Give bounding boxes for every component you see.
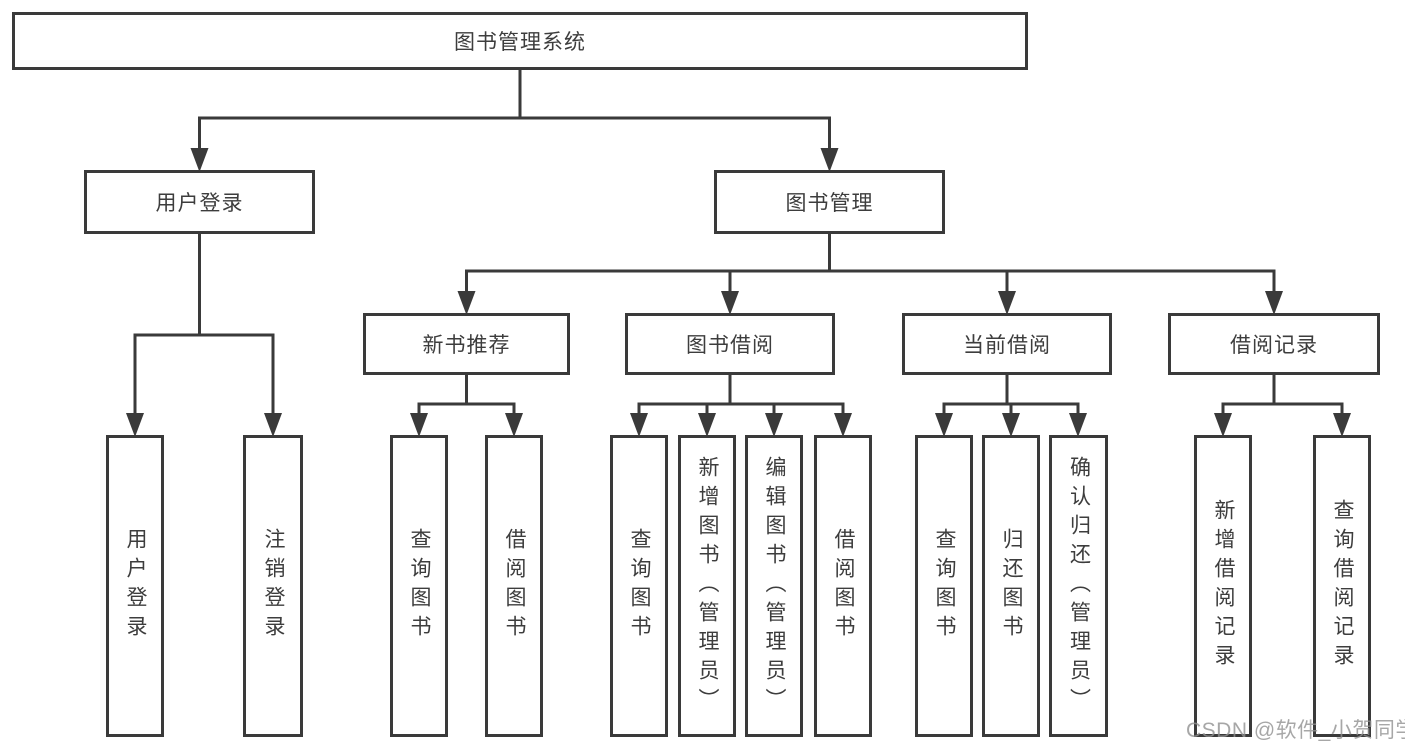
leaf-add-borrow-record: 新增借阅记录: [1194, 435, 1252, 737]
leaf-borrow-books-newbooks-label: 借阅图书: [503, 528, 526, 644]
node-book-borrow-label: 图书借阅: [686, 334, 774, 357]
leaf-query-books-current: 查询图书: [915, 435, 973, 737]
node-book-borrow: 图书借阅: [625, 313, 835, 375]
leaf-user-login: 用户登录: [106, 435, 164, 737]
leaf-edit-book-admin-label: 编辑图书（管理员）: [763, 455, 786, 717]
leaf-query-books-borrow-label: 查询图书: [628, 528, 651, 644]
leaf-borrow-books-newbooks: 借阅图书: [485, 435, 543, 737]
leaf-query-borrow-record-label: 查询借阅记录: [1331, 499, 1354, 673]
node-new-book-recommend-label: 新书推荐: [422, 334, 511, 357]
leaf-confirm-return-admin: 确认归还（管理员）: [1049, 435, 1108, 737]
leaf-query-books-borrow: 查询图书: [610, 435, 668, 737]
leaf-add-borrow-record-label: 新增借阅记录: [1212, 499, 1235, 673]
node-borrow-records: 借阅记录: [1168, 313, 1380, 375]
node-current-borrow-label: 当前借阅: [963, 334, 1051, 357]
leaf-logout-label: 注销登录: [262, 528, 285, 644]
node-library-system: 图书管理系统: [12, 12, 1028, 70]
leaf-return-book-label: 归还图书: [1000, 528, 1023, 644]
leaf-logout: 注销登录: [243, 435, 303, 737]
node-book-management: 图书管理: [714, 170, 945, 234]
leaf-confirm-return-admin-label: 确认归还（管理员）: [1067, 455, 1091, 717]
leaf-query-borrow-record: 查询借阅记录: [1313, 435, 1371, 737]
leaf-edit-book-admin: 编辑图书（管理员）: [745, 435, 803, 737]
csdn-watermark: CSDN @软件_小贺同学: [1186, 719, 1405, 742]
node-current-borrow: 当前借阅: [902, 313, 1112, 375]
node-library-system-label: 图书管理系统: [454, 31, 586, 54]
node-user-login: 用户登录: [84, 170, 315, 234]
node-user-login-label: 用户登录: [155, 192, 244, 215]
leaf-user-login-label: 用户登录: [124, 528, 147, 644]
leaf-query-books-newbooks: 查询图书: [390, 435, 448, 737]
node-new-book-recommend: 新书推荐: [363, 313, 570, 375]
leaf-query-books-newbooks-label: 查询图书: [408, 528, 431, 644]
leaf-query-books-current-label: 查询图书: [933, 528, 956, 644]
leaf-add-book-admin: 新增图书（管理员）: [678, 435, 736, 737]
leaf-borrow-books-borrow-label: 借阅图书: [832, 528, 855, 644]
leaf-return-book: 归还图书: [982, 435, 1040, 737]
node-borrow-records-label: 借阅记录: [1230, 334, 1318, 357]
node-book-management-label: 图书管理: [785, 192, 874, 215]
leaf-borrow-books-borrow: 借阅图书: [814, 435, 872, 737]
leaf-add-book-admin-label: 新增图书（管理员）: [696, 455, 719, 717]
